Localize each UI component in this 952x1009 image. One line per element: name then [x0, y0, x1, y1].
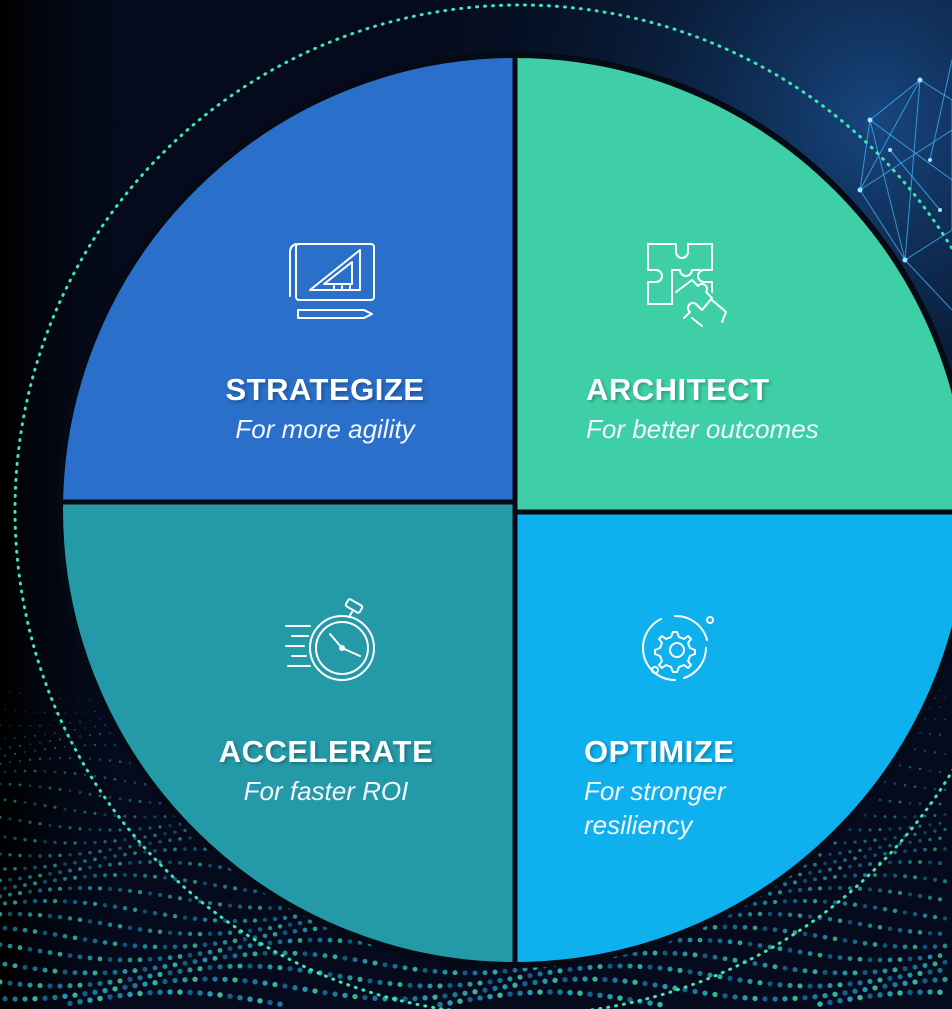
stopwatch-speed-icon [285, 598, 375, 681]
optimize-title: OPTIMIZE [584, 734, 735, 769]
quadrant-accelerate-label: ACCELERATE For faster ROI [196, 734, 456, 808]
blueprint-ruler-icon [289, 243, 375, 319]
dotted-ring [13, 3, 952, 1009]
architect-subtitle: For better outcomes [586, 414, 819, 444]
accelerate-subtitle: For faster ROI [243, 776, 409, 806]
quadrant-optimize-label: OPTIMIZE For stronger resiliency [584, 734, 804, 842]
strategize-title: STRATEGIZE [225, 372, 425, 407]
quadrant-architect-label: ARCHITECT For better outcomes [560, 372, 920, 446]
puzzle-hand-icon [647, 243, 727, 327]
gear-cycle-icon [641, 614, 714, 681]
accelerate-title: ACCELERATE [218, 734, 434, 769]
strategize-subtitle: For more agility [235, 414, 415, 444]
optimize-subtitle: For stronger resiliency [584, 776, 726, 840]
network-mesh [859, 59, 952, 311]
architect-title: ARCHITECT [586, 372, 770, 407]
quadrant-strategize-label: STRATEGIZE For more agility [180, 372, 470, 446]
